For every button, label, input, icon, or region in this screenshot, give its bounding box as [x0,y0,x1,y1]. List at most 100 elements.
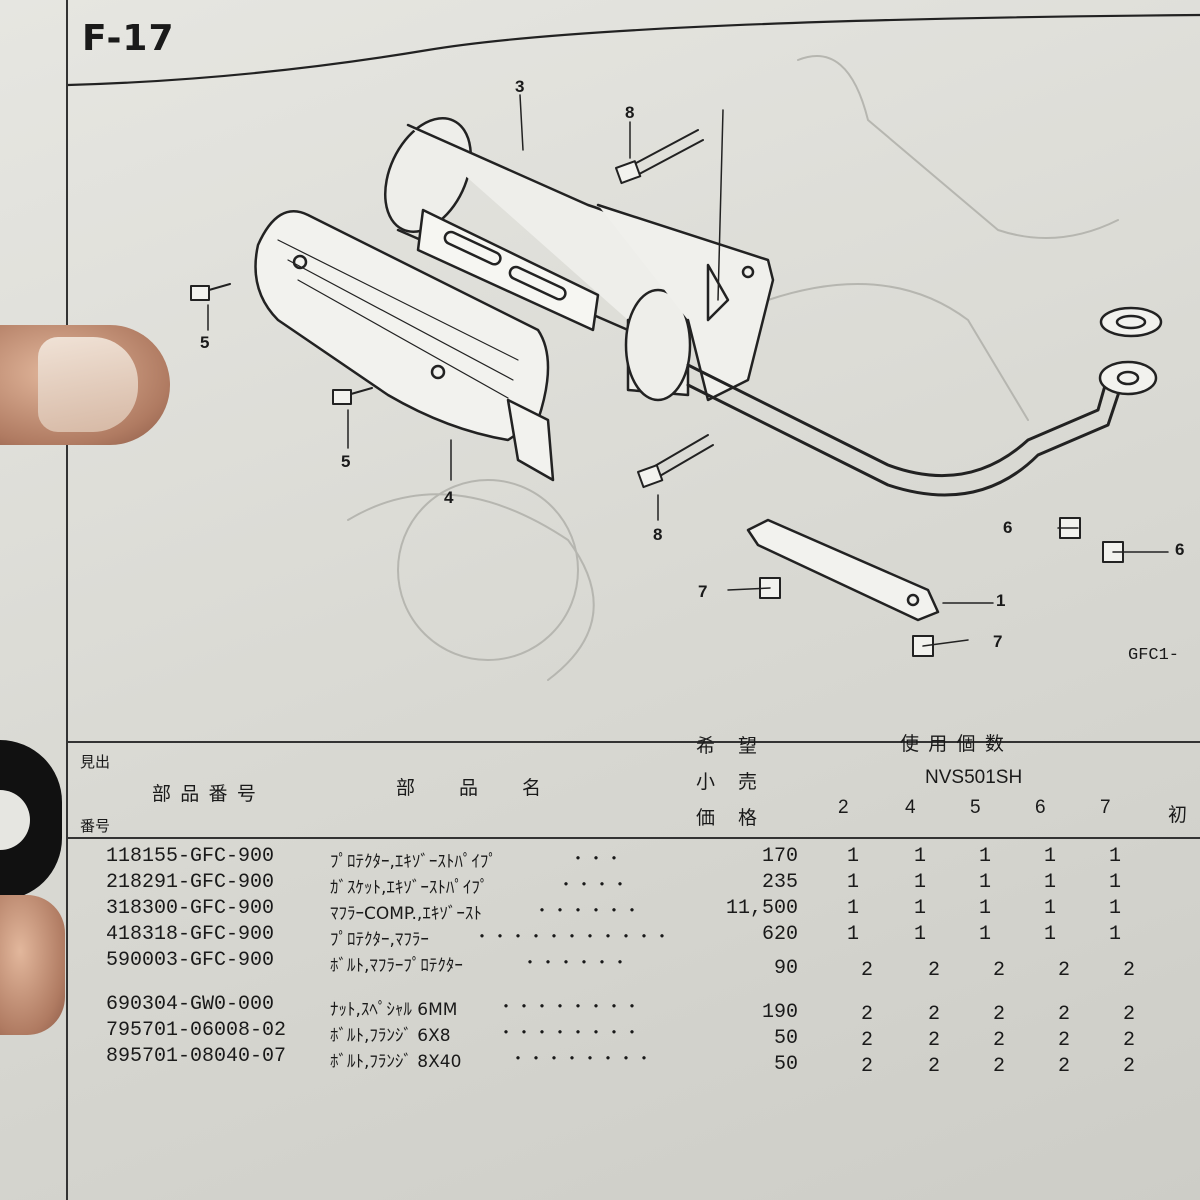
row-qty-2: 2 [860,1003,873,1026]
header-part-number: 部 品 番 号 [152,784,258,805]
row-qty-7: 1 [1108,923,1121,946]
exploded-parts-diagram: 3 8 5 5 4 8 6 6 7 1 7 [68,0,1200,740]
row-part-number: 18300-GFC-900 [118,897,275,920]
row-ref-number: 4 [105,923,118,946]
row-ref-number: 7 [105,1019,118,1042]
header-extra-col: 初 [1168,805,1190,826]
header-variant-4: 7 [1100,797,1113,818]
row-leader-dots: ・・・ [570,851,625,869]
row-part-number: 90304-GW0-000 [118,993,275,1016]
row-qty-2: 1 [846,845,859,868]
row-ref-number: 3 [105,897,118,920]
row-ref-number: 5 [105,949,118,972]
row-qty-2: 2 [860,959,873,982]
row-qty-7: 1 [1108,845,1121,868]
row-part-name: ﾎﾞﾙﾄ,ﾌﾗﾝｼﾞ 6X8 [330,1026,451,1046]
row-leader-dots: ・・・・・・ [522,955,631,973]
bolt-shapes [190,129,1124,657]
row-part-number: 18318-GFC-900 [118,923,275,946]
callout-4: 4 [444,488,454,507]
header-variant-1: 4 [905,797,918,818]
row-part-name: ﾎﾞﾙﾄ,ﾌﾗﾝｼﾞ 8X40 [330,1052,462,1072]
row-leader-dots: ・・・・・・・・ [510,1051,655,1069]
row-part-name: ﾌﾟﾛﾃｸﾀｰ,ｴｷｿﾞｰｽﾄﾊﾟｲﾌﾟ [330,852,497,872]
row-qty-7: 1 [1108,871,1121,894]
row-price: 50 [773,1027,798,1050]
callout-5-lower: 5 [341,452,351,471]
callout-5-left: 5 [200,333,210,352]
table-header-rule [68,837,1200,839]
row-qty-5: 1 [978,845,991,868]
header-price-line1: 希 望 [696,736,760,757]
callout-7-left: 7 [698,582,708,601]
faint-background-drawing [347,55,1119,681]
row-qty-4: 2 [927,1055,940,1078]
pipe-protector-shape [746,518,940,622]
row-qty-2: 1 [846,923,859,946]
row-qty-2: 2 [860,1029,873,1052]
parts-table: 見出 番号 部 品 番 号 部 品 名 希 望 小 売 価 格 使 用 個 数 … [68,715,1200,1200]
row-qty-5: 1 [978,871,991,894]
leader-lines [207,94,1169,647]
row-qty-5: 2 [992,1029,1005,1052]
row-qty-4: 1 [913,897,926,920]
row-qty-7: 2 [1122,1003,1135,1026]
thumb [0,325,170,445]
row-qty-4: 1 [913,871,926,894]
row-leader-dots: ・・・・・・・・ [498,1025,643,1043]
callout-6-right: 6 [1175,540,1185,559]
row-part-name: ﾏﾌﾗｰCOMP.,ｴｷｿﾞｰｽﾄ [330,904,482,924]
callout-8-lower: 8 [653,525,663,544]
callout-8-upper: 8 [625,103,635,122]
header-variant-2: 5 [970,797,983,818]
row-price: 90 [773,957,798,980]
row-leader-dots: ・・・・・・・・・・・ [474,929,673,947]
row-leader-dots: ・・・・ [558,877,631,895]
row-price: 190 [761,1001,798,1024]
binder-tab-mark [0,740,62,900]
row-qty-6: 2 [1057,1055,1070,1078]
row-qty-2: 1 [846,871,859,894]
protector-shape [254,210,550,442]
row-qty-5: 1 [978,897,991,920]
table-row: 1 18155-GFC-900 ﾌﾟﾛﾃｸﾀｰ,ｴｷｿﾞｰｽﾄﾊﾟｲﾌﾟ ・・・ 170… [68,845,1200,872]
finger [0,895,65,1035]
row-price: 11,500 [725,897,798,920]
row-qty-5: 1 [978,923,991,946]
header-part-name: 部 品 名 [396,778,544,799]
row-qty-7: 2 [1122,1029,1135,1052]
row-qty-6: 2 [1057,1029,1070,1052]
row-qty-7: 2 [1122,959,1135,982]
row-part-name: ﾌﾟﾛﾃｸﾀｰ,ﾏﾌﾗｰ [330,930,429,950]
row-qty-6: 1 [1043,871,1056,894]
row-part-name: ﾅｯﾄ,ｽﾍﾟｼｬﾙ 6MM [330,1000,458,1020]
table-top-rule [68,741,1200,743]
row-price: 50 [773,1053,798,1076]
row-qty-4: 2 [927,1003,940,1026]
row-part-name: ﾎﾞﾙﾄ,ﾏﾌﾗｰﾌﾟﾛﾃｸﾀｰ [330,956,463,976]
row-price: 170 [761,845,798,868]
row-qty-7: 2 [1122,1055,1135,1078]
callout-6-left: 6 [1003,518,1013,537]
thumb-nail [38,337,138,432]
row-qty-6: 1 [1043,923,1056,946]
row-qty-5: 2 [992,1003,1005,1026]
header-qty-title: 使 用 個 数 [900,734,1006,755]
row-leader-dots: ・・・・・・・・ [498,999,643,1017]
header-variant-0: 2 [838,797,851,818]
row-ref-number: 8 [105,1045,118,1068]
row-part-number: 95701-08040-07 [118,1045,287,1068]
row-qty-4: 1 [913,923,926,946]
row-price: 620 [761,923,798,946]
row-ref-number: 2 [105,871,118,894]
header-ref-bottom: 番号 [80,818,111,835]
gasket-shape [1099,306,1163,338]
row-part-name: ｶﾞｽｹｯﾄ,ｴｷｿﾞｰｽﾄﾊﾟｲﾌﾟ [330,878,489,898]
row-part-number: 18155-GFC-900 [118,845,275,868]
row-qty-2: 1 [846,897,859,920]
